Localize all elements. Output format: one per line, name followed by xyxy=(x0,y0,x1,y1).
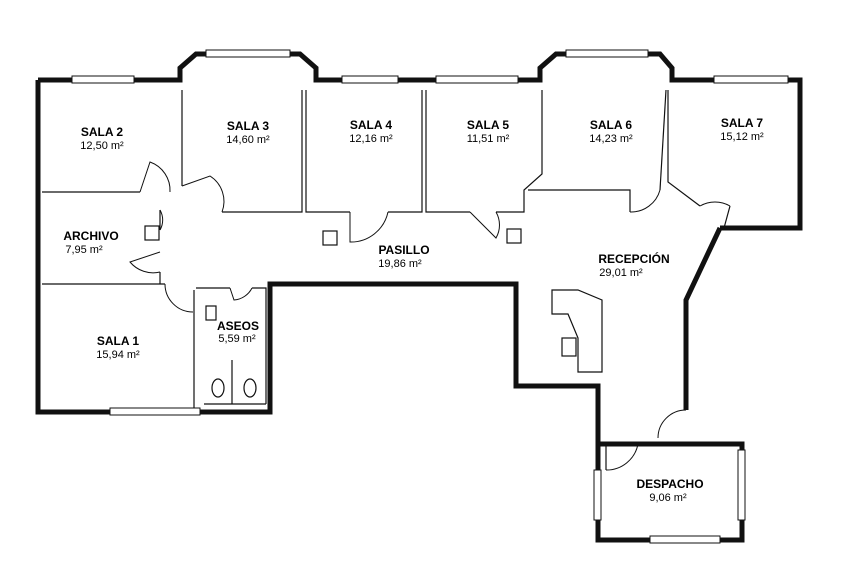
room-name-sala-2: SALA 2 xyxy=(81,125,124,139)
room-labels: SALA 2 12,50 m² SALA 3 14,60 m² SALA 4 1… xyxy=(63,116,764,504)
sink-aseos xyxy=(205,305,217,321)
room-name-despacho: DESPACHO xyxy=(636,477,703,491)
room-area-recepcion: 29,01 m² xyxy=(599,267,643,279)
room-area-sala-3: 14,60 m² xyxy=(226,134,270,146)
room-area-archivo: 7,95 m² xyxy=(65,244,103,256)
room-name-sala-5: SALA 5 xyxy=(467,118,510,132)
room-area-sala-4: 12,16 m² xyxy=(349,133,393,145)
reception-chair xyxy=(561,337,577,357)
room-area-sala-2: 12,50 m² xyxy=(80,140,124,152)
room-name-aseos: ASEOS xyxy=(217,319,259,333)
toilet-right xyxy=(243,378,257,398)
interior-walls xyxy=(42,89,731,470)
column-archivo xyxy=(144,225,160,241)
toilet-left xyxy=(211,378,225,398)
room-name-sala-4: SALA 4 xyxy=(350,118,393,132)
room-area-sala-1: 15,94 m² xyxy=(96,349,140,361)
doors xyxy=(129,161,731,471)
room-area-despacho: 9,06 m² xyxy=(649,492,687,504)
room-name-sala-7: SALA 7 xyxy=(721,116,764,130)
room-name-archivo: ARCHIVO xyxy=(63,229,118,243)
room-name-sala-3: SALA 3 xyxy=(227,119,270,133)
outer-walls xyxy=(35,51,803,543)
column-pasillo-right xyxy=(506,228,522,244)
room-area-sala-5: 11,51 m² xyxy=(467,133,510,145)
reception-desk xyxy=(551,289,603,373)
room-name-recepcion: RECEPCIÓN xyxy=(598,251,669,266)
room-area-pasillo: 19,86 m² xyxy=(378,258,422,270)
windows xyxy=(71,49,789,544)
room-area-sala-7: 15,12 m² xyxy=(720,131,764,143)
column-pasillo-left xyxy=(322,230,338,246)
room-name-sala-1: SALA 1 xyxy=(97,334,140,348)
room-area-aseos: 5,59 m² xyxy=(218,333,256,345)
room-name-sala-6: SALA 6 xyxy=(590,118,633,132)
room-name-pasillo: PASILLO xyxy=(378,243,429,257)
fixtures xyxy=(144,225,603,398)
room-area-sala-6: 14,23 m² xyxy=(589,133,633,145)
